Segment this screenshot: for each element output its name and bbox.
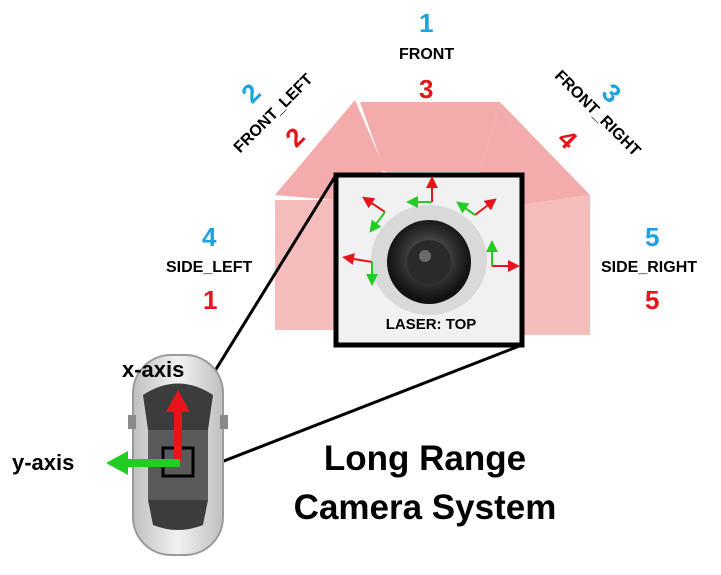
x-axis-label: x-axis bbox=[122, 357, 185, 382]
front-red-number: 3 bbox=[419, 74, 434, 104]
vehicle-axes bbox=[106, 390, 190, 475]
fov-front bbox=[360, 102, 500, 172]
front-blue-number: 1 bbox=[419, 8, 434, 38]
y-axis-label: y-axis bbox=[12, 450, 75, 475]
fov-side-left bbox=[275, 200, 335, 330]
side-right-blue-number: 5 bbox=[645, 222, 660, 252]
front-label: FRONT bbox=[399, 46, 455, 63]
diagram-title-line2: Camera System bbox=[293, 488, 557, 527]
diagram-title-line1: Long Range bbox=[323, 439, 527, 478]
side-right-label: SIDE_RIGHT bbox=[601, 259, 698, 276]
side-left-blue-number: 4 bbox=[202, 222, 217, 252]
side-right-red-number: 5 bbox=[645, 285, 660, 315]
side-left-red-number: 1 bbox=[203, 285, 218, 315]
zoom-line-bottom bbox=[192, 343, 523, 475]
fov-side-right bbox=[520, 195, 590, 335]
laser-label: LASER: TOP bbox=[385, 316, 477, 333]
camera-frame-arrows bbox=[342, 176, 520, 286]
side-left-label: SIDE_LEFT bbox=[166, 259, 253, 276]
